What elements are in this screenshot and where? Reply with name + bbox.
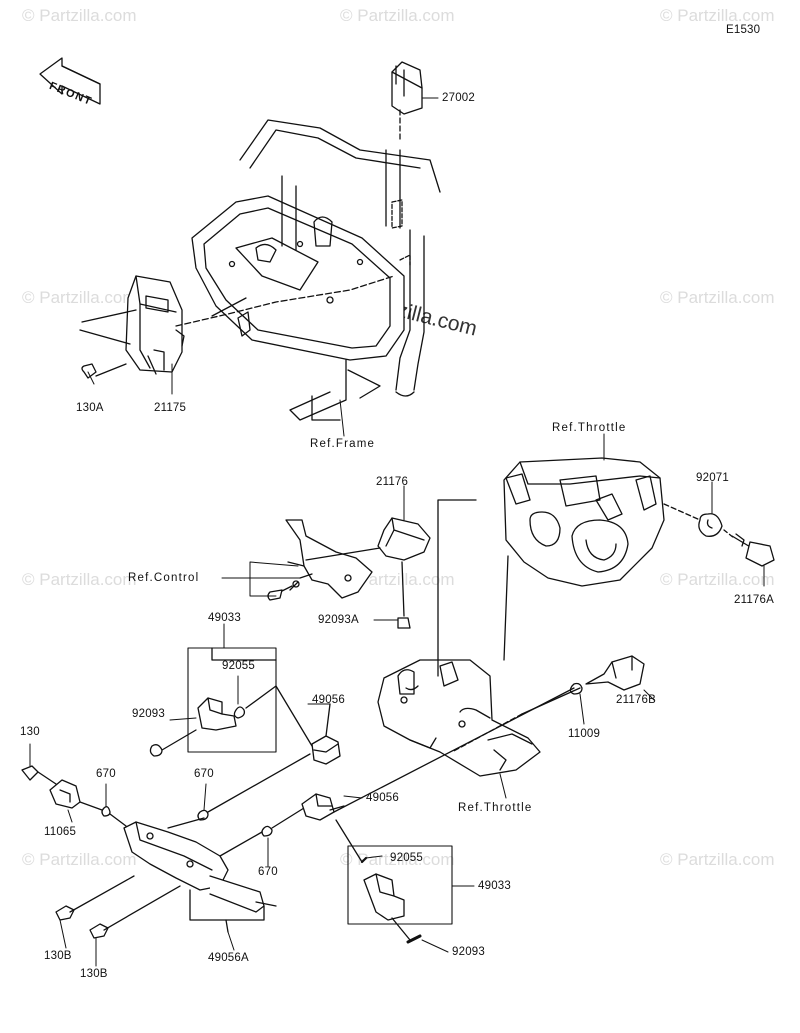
label-11009[interactable]: 11009 — [568, 728, 601, 740]
label-21176[interactable]: 21176 — [376, 476, 409, 488]
label-670-b[interactable]: 670 — [194, 768, 214, 780]
label-130B-b[interactable]: 130B — [80, 968, 108, 980]
label-ref-control: Ref.Control — [128, 572, 200, 584]
watermark: © Partzilla.com — [22, 288, 137, 307]
label-130B-a[interactable]: 130B — [44, 950, 72, 962]
fuel-rail — [21, 753, 311, 939]
throttle-body — [503, 457, 665, 587]
label-49033-lower[interactable]: 49033 — [478, 880, 511, 892]
relay-27002 — [391, 61, 423, 143]
label-130A[interactable]: 130A — [76, 402, 104, 414]
label-11065[interactable]: 11065 — [44, 826, 77, 838]
label-21175[interactable]: 21175 — [154, 402, 187, 414]
watermark: © Partzilla.com — [660, 850, 775, 869]
label-49056A[interactable]: 49056A — [208, 952, 249, 964]
label-92093A[interactable]: 92093A — [318, 614, 359, 626]
watermark: © Partzilla.com — [22, 570, 137, 589]
label-92055-upper[interactable]: 92055 — [222, 660, 255, 672]
watermark: © Partzilla.com — [660, 570, 775, 589]
label-49056-mid[interactable]: 49056 — [366, 792, 399, 804]
injector-49056-mid — [301, 687, 575, 821]
watermark: © Partzilla.com — [660, 6, 775, 25]
injector-upper — [149, 647, 313, 757]
watermark: © Partzilla.com — [340, 6, 455, 25]
watermark: © Partzilla.com — [22, 6, 137, 25]
ecu-21175 — [79, 275, 395, 379]
intake-manifold — [377, 499, 541, 777]
label-ref-throttle-top: Ref.Throttle — [552, 422, 627, 434]
injector-49056-upper — [311, 703, 341, 765]
label-130[interactable]: 130 — [20, 726, 40, 738]
watermark: © Partzilla.com — [22, 850, 137, 869]
watermark: © Partzilla.com — [340, 850, 455, 869]
sensor-bracket — [267, 517, 431, 629]
label-49056-upper[interactable]: 49056 — [312, 694, 345, 706]
injector-lower — [335, 819, 453, 944]
front-arrow-icon — [39, 57, 101, 105]
label-670-c[interactable]: 670 — [258, 866, 278, 878]
label-ref-frame: Ref.Frame — [310, 438, 376, 450]
watermark: © Partzilla.com — [660, 288, 775, 307]
frame — [191, 119, 441, 421]
label-ref-throttle-bottom: Ref.Throttle — [458, 802, 533, 814]
label-92093-lower[interactable]: 92093 — [452, 946, 485, 958]
label-27002[interactable]: 27002 — [442, 92, 475, 104]
label-21176B[interactable]: 21176B — [616, 694, 656, 706]
label-92093-left[interactable]: 92093 — [132, 708, 165, 720]
label-49033-upper[interactable]: 49033 — [208, 612, 241, 624]
sensor-21176A — [663, 503, 775, 567]
label-92055-lower[interactable]: 92055 — [390, 852, 423, 864]
label-92071[interactable]: 92071 — [696, 472, 729, 484]
label-21176A[interactable]: 21176A — [734, 594, 774, 606]
label-670-a[interactable]: 670 — [96, 768, 116, 780]
diagram-code: E1530 — [726, 24, 761, 36]
